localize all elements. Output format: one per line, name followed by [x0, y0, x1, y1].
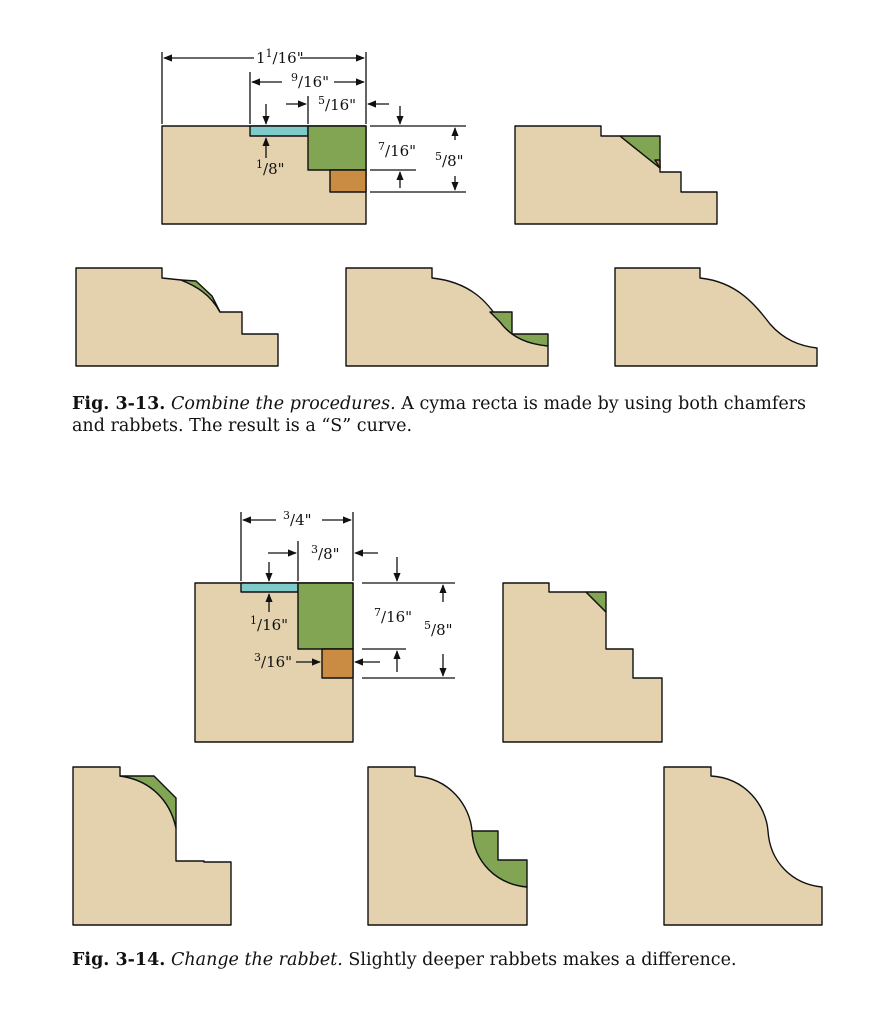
dim-5-8: 5/8": [435, 150, 464, 170]
fig2-dimension-labels: 3/4" 3/8" 1/16" 7/16" 5/8" 3/16": [250, 509, 453, 671]
chamfer-cut: [240, 582, 299, 593]
dim-3-16: 3/16": [254, 651, 292, 671]
dim-3-8: 3/8": [311, 543, 340, 563]
caption-title: Combine the procedures.: [170, 394, 396, 414]
second-rabbet-cut: [321, 648, 354, 679]
caption-fig-3-14: Fig. 3-14. Change the rabbet. Slightly d…: [72, 949, 832, 971]
dim-1-16: 1/16": [250, 614, 288, 634]
caption-label: Fig. 3-13.: [72, 394, 166, 414]
fig2-final-profile: [663, 766, 823, 926]
rabbet-cut: [297, 582, 354, 650]
caption-fig-3-13: Fig. 3-13. Combine the procedures. A cym…: [72, 393, 832, 437]
dim-1-1-16: 11/16": [256, 47, 304, 67]
fig2-step-2: [502, 582, 663, 743]
fig-3-13: 11/16" 9/16" 5/16" 1/8" 7/16" 5/8": [75, 47, 818, 367]
fig2-stock-layout: [194, 582, 354, 743]
dim-5-8: 5/8": [424, 619, 453, 639]
fig-3-14: 3/4" 3/8" 1/16" 7/16" 5/8" 3/16": [72, 509, 823, 926]
fig1-dimension-labels: 11/16" 9/16" 5/16" 1/8" 7/16" 5/8": [256, 47, 464, 178]
dim-5-16: 5/16": [318, 94, 356, 114]
fig1-step-3: [75, 267, 279, 367]
fig1-step-2: [514, 125, 718, 225]
caption-text: A cyma recta is made by using both chamf…: [72, 394, 807, 436]
dim-9-16: 9/16": [291, 71, 329, 91]
fig2-step-4: [367, 766, 528, 926]
fig2-dimensions: [240, 512, 455, 679]
fig1-step-4: [345, 267, 549, 367]
dim-1-8: 1/8": [256, 158, 285, 178]
caption-text: Slightly deeper rabbets makes a differen…: [348, 950, 737, 970]
caption-label: Fig. 3-14.: [72, 950, 166, 970]
caption-title: Change the rabbet.: [170, 950, 343, 970]
dim-7-16: 7/16": [374, 606, 412, 626]
dim-7-16: 7/16": [378, 140, 416, 160]
rabbet-cut: [307, 125, 367, 171]
fig1-final-profile: [614, 267, 818, 367]
dim-3-4: 3/4": [283, 509, 312, 529]
fig1-dimensions: [161, 52, 466, 193]
second-rabbet-cut: [329, 169, 367, 193]
chamfer-cut: [249, 125, 309, 137]
fig2-step-3: [72, 766, 232, 926]
